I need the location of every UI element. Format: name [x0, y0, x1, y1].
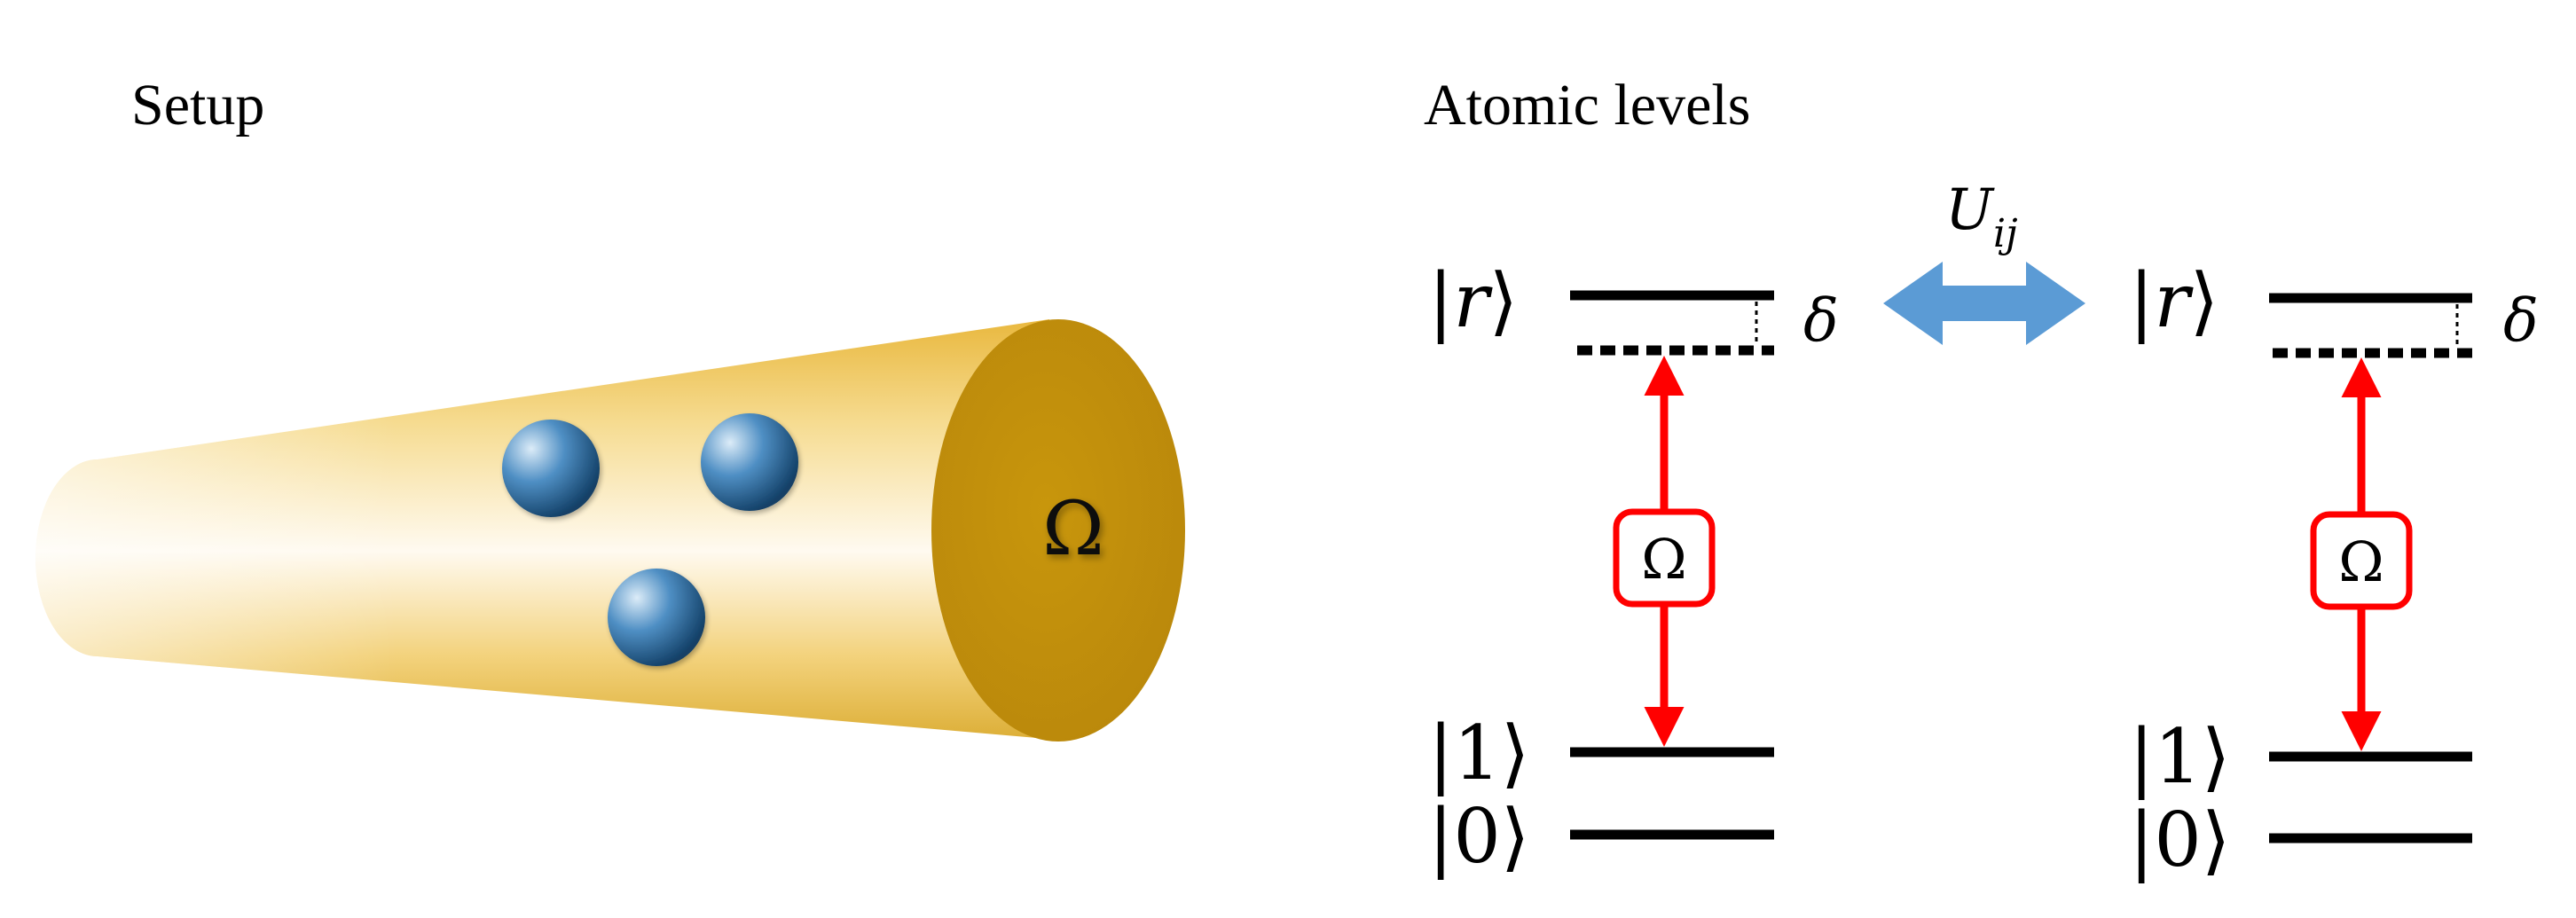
- beam-rabi-label: Ω: [1042, 485, 1104, 572]
- interaction: Uij: [1883, 177, 2085, 345]
- ket-one-b: |1⟩: [2129, 713, 2231, 800]
- levels-title: Atomic levels: [1424, 73, 1750, 137]
- atom-2: [701, 413, 798, 511]
- ket-zero-b: |0⟩: [2129, 796, 2231, 883]
- atom-3: [608, 569, 705, 666]
- ket-rydberg-a: |r⟩: [1428, 257, 1518, 344]
- rabi-label-a: Ω: [1641, 527, 1686, 592]
- beam-end-cap: [931, 319, 1185, 741]
- detuning-label-a: δ: [1803, 286, 1839, 355]
- interaction-double-arrow-icon: [1883, 262, 2085, 345]
- detuning-label-b: δ: [2503, 286, 2539, 355]
- setup-title: Setup: [131, 73, 264, 137]
- setup-panel: Setup Ω: [35, 73, 1185, 741]
- rabi-label-b: Ω: [2338, 530, 2384, 594]
- interaction-label: Uij: [1945, 177, 2018, 256]
- ket-zero-a: |0⟩: [1428, 793, 1530, 880]
- ket-rydberg-b: |r⟩: [2129, 257, 2219, 344]
- beam-fade: [35, 319, 1067, 741]
- rabi-box-a: [1613, 508, 1716, 608]
- level-scheme-atom-a: |r⟩ δ Ω |1⟩ |0⟩: [1428, 257, 1839, 880]
- ket-one-a: |1⟩: [1428, 710, 1530, 796]
- laser-beam: Ω: [35, 319, 1185, 741]
- level-scheme-atom-b: |r⟩ δ Ω |1⟩ |0⟩: [2129, 257, 2539, 883]
- rabi-box-b: [2310, 511, 2413, 610]
- atoms: [502, 413, 798, 666]
- levels-panel: Atomic levels Uij |r⟩ δ Ω |1⟩ |0⟩ |r⟩: [1424, 73, 2539, 883]
- atom-1: [502, 420, 600, 517]
